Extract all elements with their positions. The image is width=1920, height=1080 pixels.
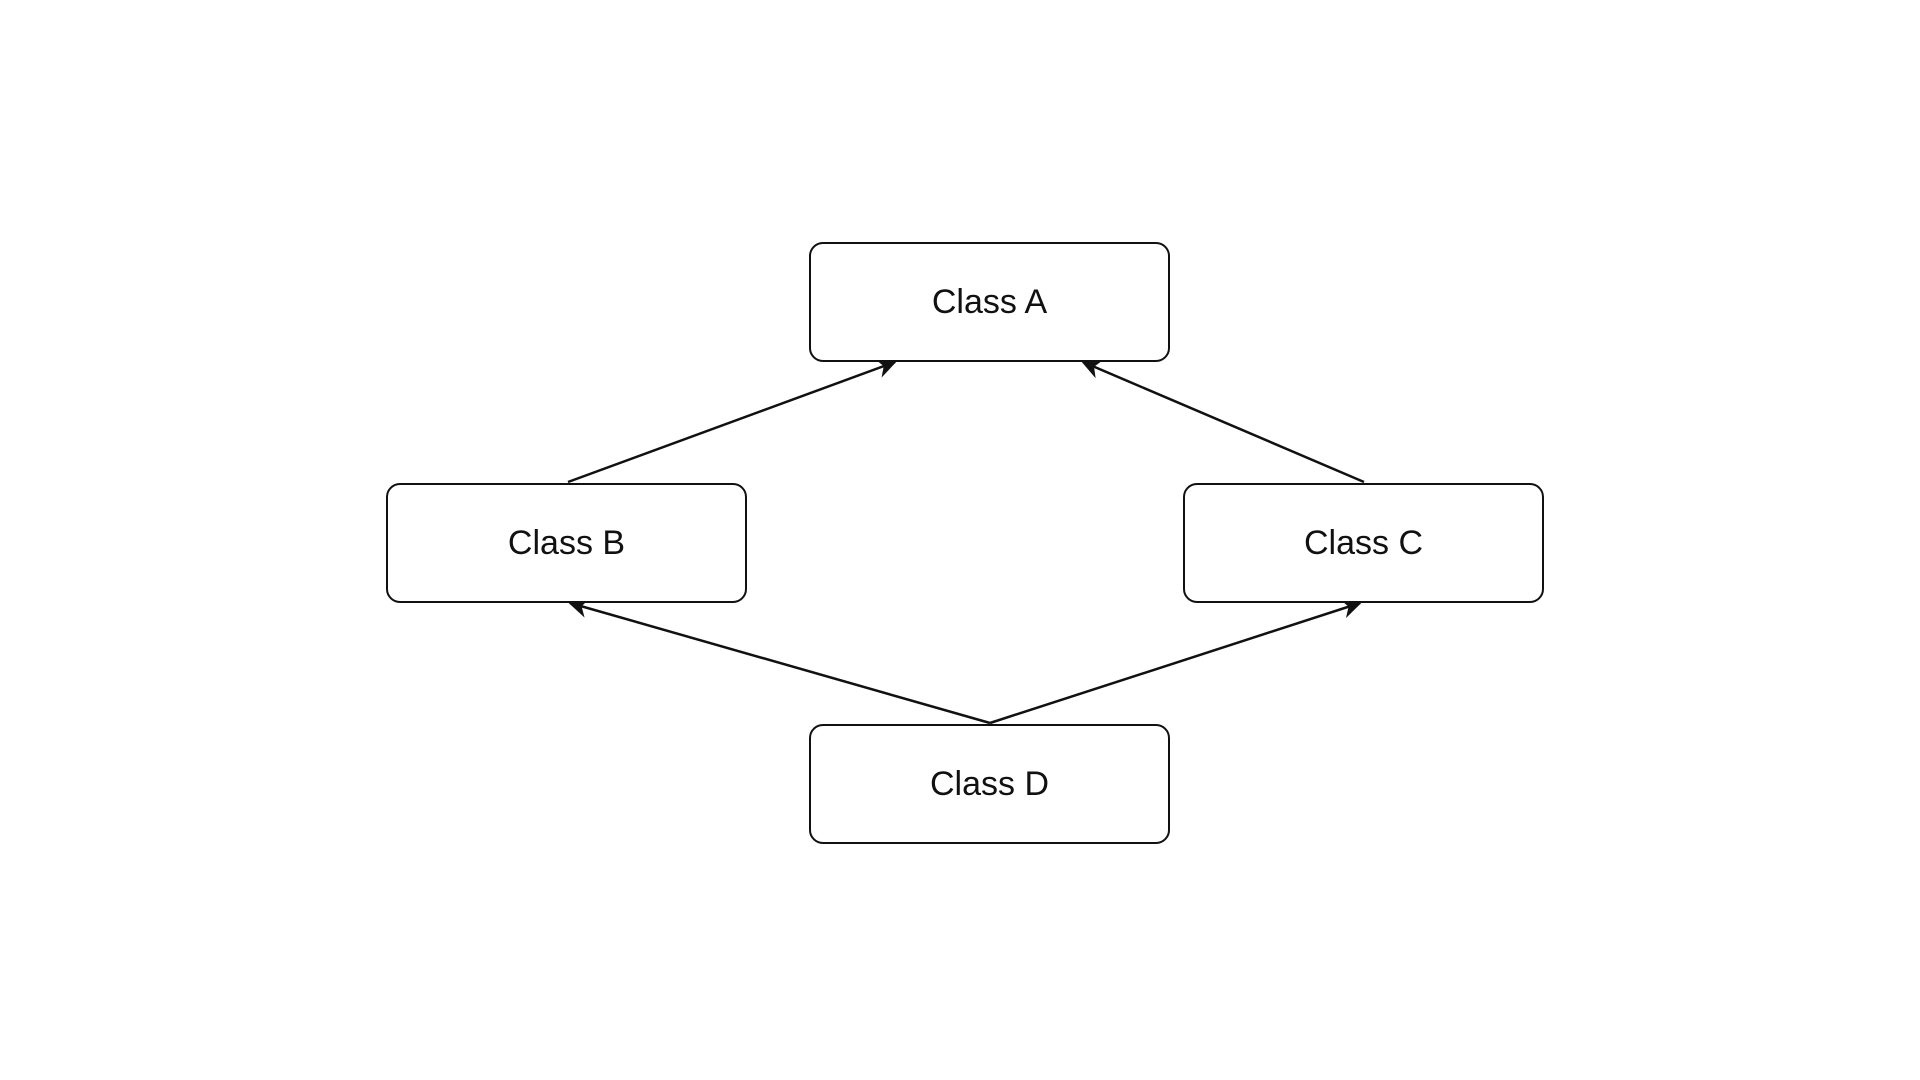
edge-b-to-a: [567, 358, 897, 484]
edge-c-to-a: [1081, 359, 1365, 484]
class-d-label: Class D: [929, 764, 1050, 803]
class-d-node[interactable]: Class D: [809, 724, 1170, 844]
class-c-node[interactable]: Class C: [1183, 483, 1544, 603]
class-b-node[interactable]: Class B: [386, 483, 747, 603]
class-c-label: Class C: [1303, 523, 1424, 562]
class-b-label: Class B: [507, 523, 626, 562]
edge-d-to-b: [568, 598, 991, 725]
edge-d-to-c: [989, 599, 1362, 725]
class-a-label: Class A: [931, 282, 1048, 321]
class-a-node[interactable]: Class A: [809, 242, 1170, 362]
